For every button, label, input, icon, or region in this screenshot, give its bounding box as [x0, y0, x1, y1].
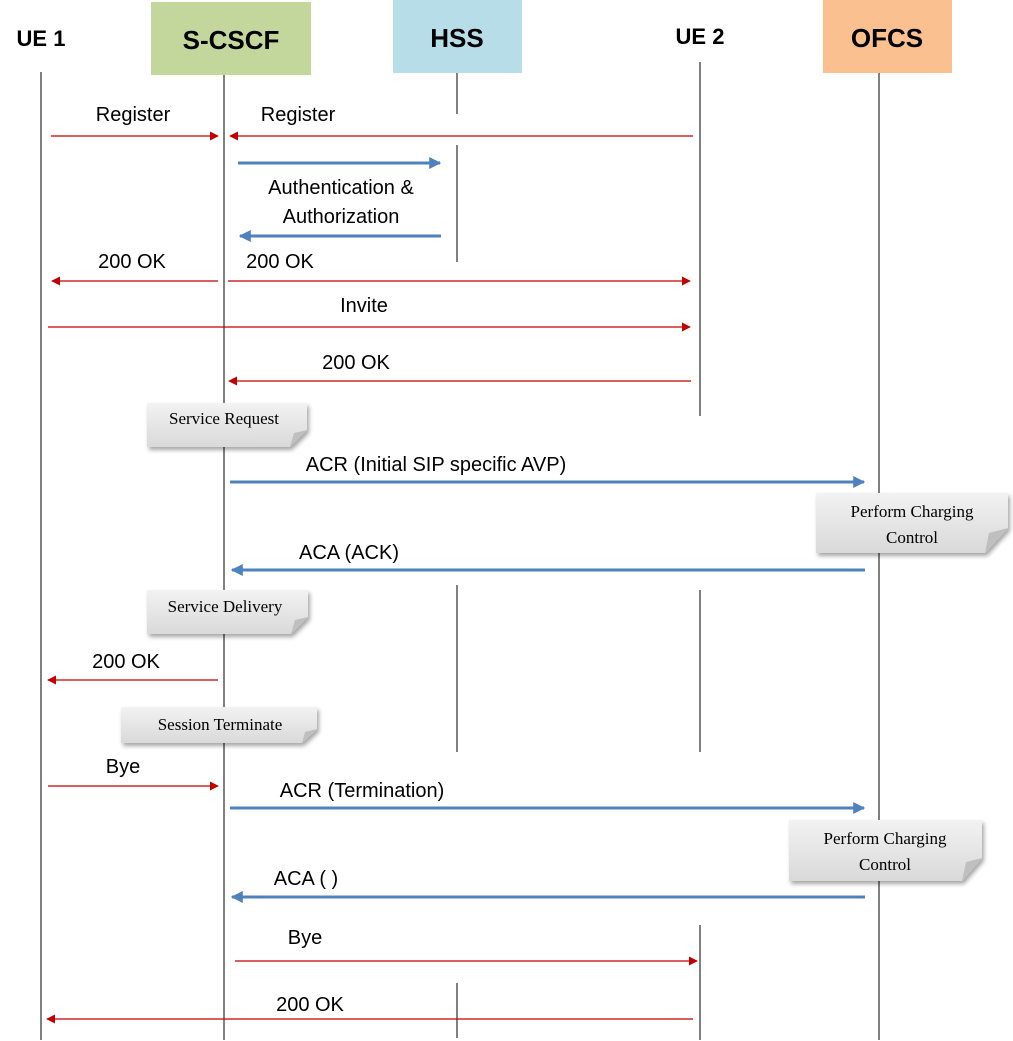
label-auth-line1: Authentication & [268, 177, 414, 199]
actor-ue2: UE 2 [676, 24, 725, 49]
label-register-ue2: Register [261, 104, 336, 126]
note-service-delivery [147, 590, 308, 634]
label-aca-empty: ACA ( ) [274, 868, 338, 890]
label-auth-line2: Authorization [283, 206, 400, 228]
label-ok-from-ue2: 200 OK [322, 352, 390, 374]
label-invite: Invite [340, 295, 388, 317]
actor-ofcs: OFCS [823, 0, 952, 73]
note-service-delivery-text: Service Delivery [168, 597, 283, 616]
actor-hss-label: HSS [430, 23, 483, 53]
actor-ue2-label: UE 2 [676, 24, 725, 49]
actor-hss-box [393, 0, 522, 73]
note-charging-1-line1: Perform Charging [851, 502, 974, 521]
note-service-request [147, 403, 307, 447]
label-ok-to-ue1: 200 OK [98, 251, 166, 273]
label-aca-ack: ACA (ACK) [299, 542, 399, 564]
actor-ofcs-box [823, 0, 952, 73]
note-charging-1-line2: Control [886, 528, 938, 547]
note-charging-control-2 [789, 820, 982, 881]
note-charging-control-1 [816, 493, 1008, 553]
label-acr-initial: ACR (Initial SIP specific AVP) [306, 454, 566, 476]
label-acr-termination: ACR (Termination) [280, 780, 444, 802]
note-charging-2-line2: Control [859, 855, 911, 874]
label-bye-ue1: Bye [106, 756, 140, 778]
note-service-request-text: Service Request [169, 409, 279, 428]
actor-scscf-label: S-CSCF [183, 25, 280, 55]
label-register-ue1: Register [96, 104, 171, 126]
actor-ue1: UE 1 [17, 26, 66, 51]
actor-ue1-label: UE 1 [17, 26, 66, 51]
note-charging-2-line1: Perform Charging [824, 829, 947, 848]
note-session-terminate [121, 707, 317, 743]
label-ok-delivery: 200 OK [92, 651, 160, 673]
actor-scscf-box [151, 2, 311, 75]
label-bye-ue2: Bye [288, 927, 322, 949]
actor-ofcs-label: OFCS [851, 23, 923, 53]
note-session-terminate-text: Session Terminate [158, 715, 283, 734]
label-ok-to-ue2: 200 OK [246, 251, 314, 273]
label-ok-final: 200 OK [276, 994, 344, 1016]
actor-scscf: S-CSCF [151, 2, 311, 75]
actor-hss: HSS [393, 0, 522, 73]
